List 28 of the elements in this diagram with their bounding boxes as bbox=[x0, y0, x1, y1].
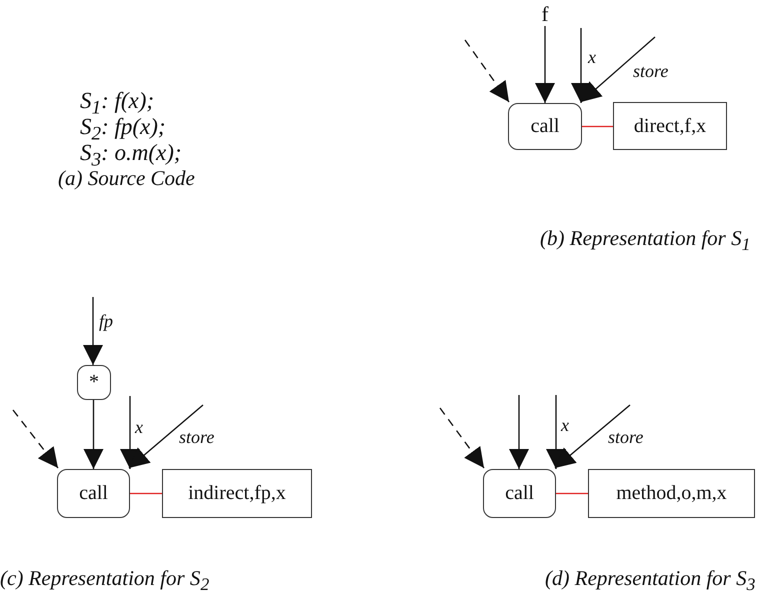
connector-line bbox=[582, 126, 613, 128]
operation-node: call bbox=[483, 469, 556, 518]
edge-label: fp bbox=[98, 312, 114, 330]
dashed-arrow bbox=[439, 408, 485, 468]
operation-node: call bbox=[508, 103, 582, 150]
operation-node: * bbox=[77, 365, 111, 400]
arrow bbox=[83, 297, 103, 365]
connector-line bbox=[556, 492, 588, 494]
caption: (d) Representation for S$_{3}$ bbox=[545, 566, 756, 596]
arrow bbox=[120, 396, 140, 469]
dashed-arrow bbox=[464, 40, 510, 102]
attribute-box: indirect,fp,x bbox=[162, 469, 312, 518]
node-label: f bbox=[536, 2, 554, 26]
dashed-arrow bbox=[12, 410, 59, 468]
arrow bbox=[128, 404, 204, 468]
attribute-box: method,o,m,x bbox=[588, 469, 755, 518]
caption: (c) Representation for S$_{2}$ bbox=[0, 566, 210, 596]
arrow bbox=[554, 404, 630, 468]
arrow bbox=[535, 26, 555, 103]
attribute-box: direct,f,x bbox=[613, 102, 727, 150]
arrow bbox=[571, 28, 591, 103]
arrow bbox=[509, 395, 529, 469]
operation-node: call bbox=[57, 469, 130, 518]
arrow bbox=[546, 395, 566, 469]
arrow bbox=[580, 36, 656, 102]
arrow bbox=[84, 400, 104, 469]
caption: (b) Representation for S$_{1}$ bbox=[540, 226, 750, 256]
connector-line bbox=[130, 492, 162, 494]
